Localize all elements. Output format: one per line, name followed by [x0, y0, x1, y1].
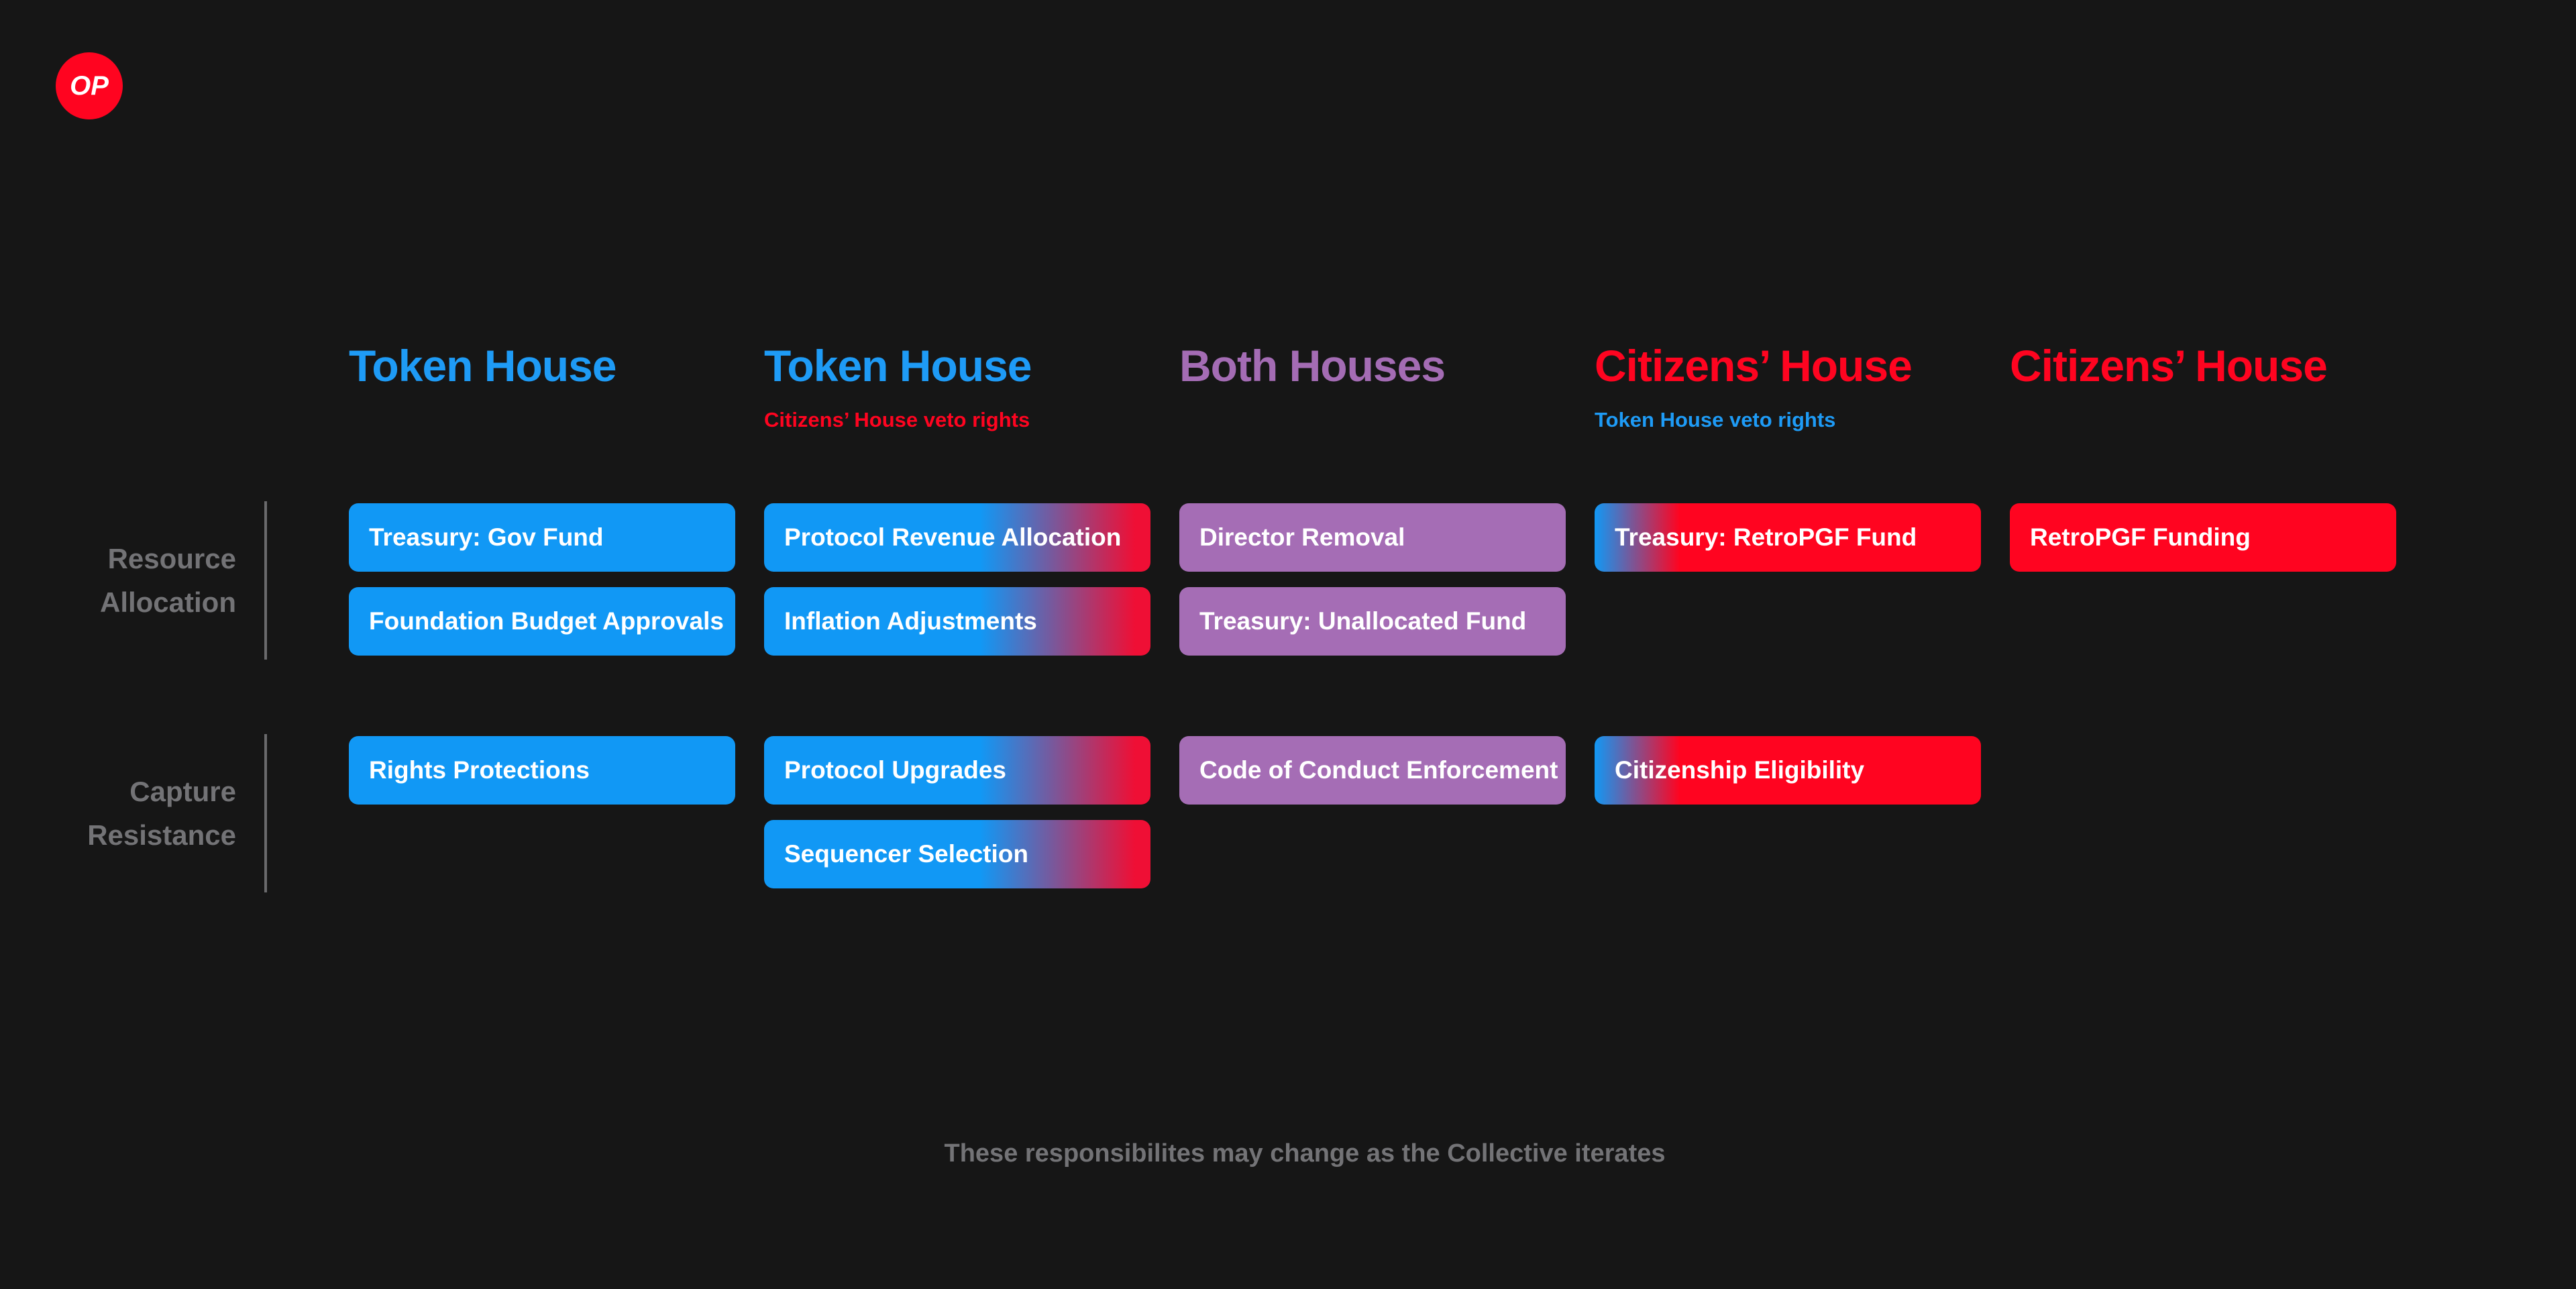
column-header: Both Houses	[1179, 344, 1582, 388]
responsibility-pill: Citizenship Eligibility	[1595, 736, 1981, 805]
row-label-line: Resistance	[87, 819, 236, 851]
pill-label: Protocol Revenue Allocation	[784, 523, 1122, 551]
pill-label: Rights Protections	[369, 756, 590, 784]
pill-label: Treasury: Gov Fund	[369, 523, 604, 551]
pill-label: Treasury: Unallocated Fund	[1199, 607, 1527, 635]
column-subtitle: Token House veto rights	[1595, 408, 1836, 431]
responsibility-pill: Treasury: Unallocated Fund	[1179, 587, 1566, 656]
column-title: Token House	[349, 341, 617, 391]
pill-label: Inflation Adjustments	[784, 607, 1037, 635]
op-logo-text: OP	[70, 70, 109, 101]
responsibility-pill: Protocol Revenue Allocation	[764, 503, 1150, 572]
responsibility-pill: Rights Protections	[349, 736, 735, 805]
pill-label: Sequencer Selection	[784, 840, 1028, 868]
responsibility-pill: Protocol Upgrades	[764, 736, 1150, 805]
responsibility-pill: Code of Conduct Enforcement	[1179, 736, 1566, 805]
pill-label: Protocol Upgrades	[784, 756, 1006, 784]
column-header: Citizens’ House	[2010, 344, 2412, 388]
column-title: Token House	[764, 341, 1032, 391]
responsibility-pill: Treasury: Gov Fund	[349, 503, 735, 572]
row-label-line: Allocation	[99, 586, 236, 618]
column-header: Token House	[349, 344, 751, 388]
row-divider-line	[264, 501, 267, 660]
responsibility-pill: Foundation Budget Approvals	[349, 587, 735, 656]
row-label-line: Capture	[129, 775, 236, 807]
pill-label: Citizenship Eligibility	[1615, 756, 1865, 784]
pill-label: RetroPGF Funding	[2030, 523, 2251, 551]
responsibility-pill: Sequencer Selection	[764, 820, 1150, 888]
column-title: Both Houses	[1179, 341, 1446, 391]
footer-note: These responsibilites may change as the …	[944, 1139, 1666, 1168]
responsibility-pill: Treasury: RetroPGF Fund	[1595, 503, 1981, 572]
column-title: Citizens’ House	[2010, 341, 2328, 391]
pill-label: Director Removal	[1199, 523, 1405, 551]
column-title: Citizens’ House	[1595, 341, 1913, 391]
column-subtitle: Citizens’ House veto rights	[764, 408, 1030, 431]
pill-label: Foundation Budget Approvals	[369, 607, 724, 635]
responsibility-pill: RetroPGF Funding	[2010, 503, 2396, 572]
row-divider-line	[264, 734, 267, 892]
op-logo: OP	[56, 52, 123, 119]
pill-label: Code of Conduct Enforcement	[1199, 756, 1558, 784]
responsibility-pill: Inflation Adjustments	[764, 587, 1150, 656]
responsibility-pill: Director Removal	[1179, 503, 1566, 572]
row-label-line: Resource	[107, 542, 236, 574]
pill-label: Treasury: RetroPGF Fund	[1615, 523, 1917, 551]
